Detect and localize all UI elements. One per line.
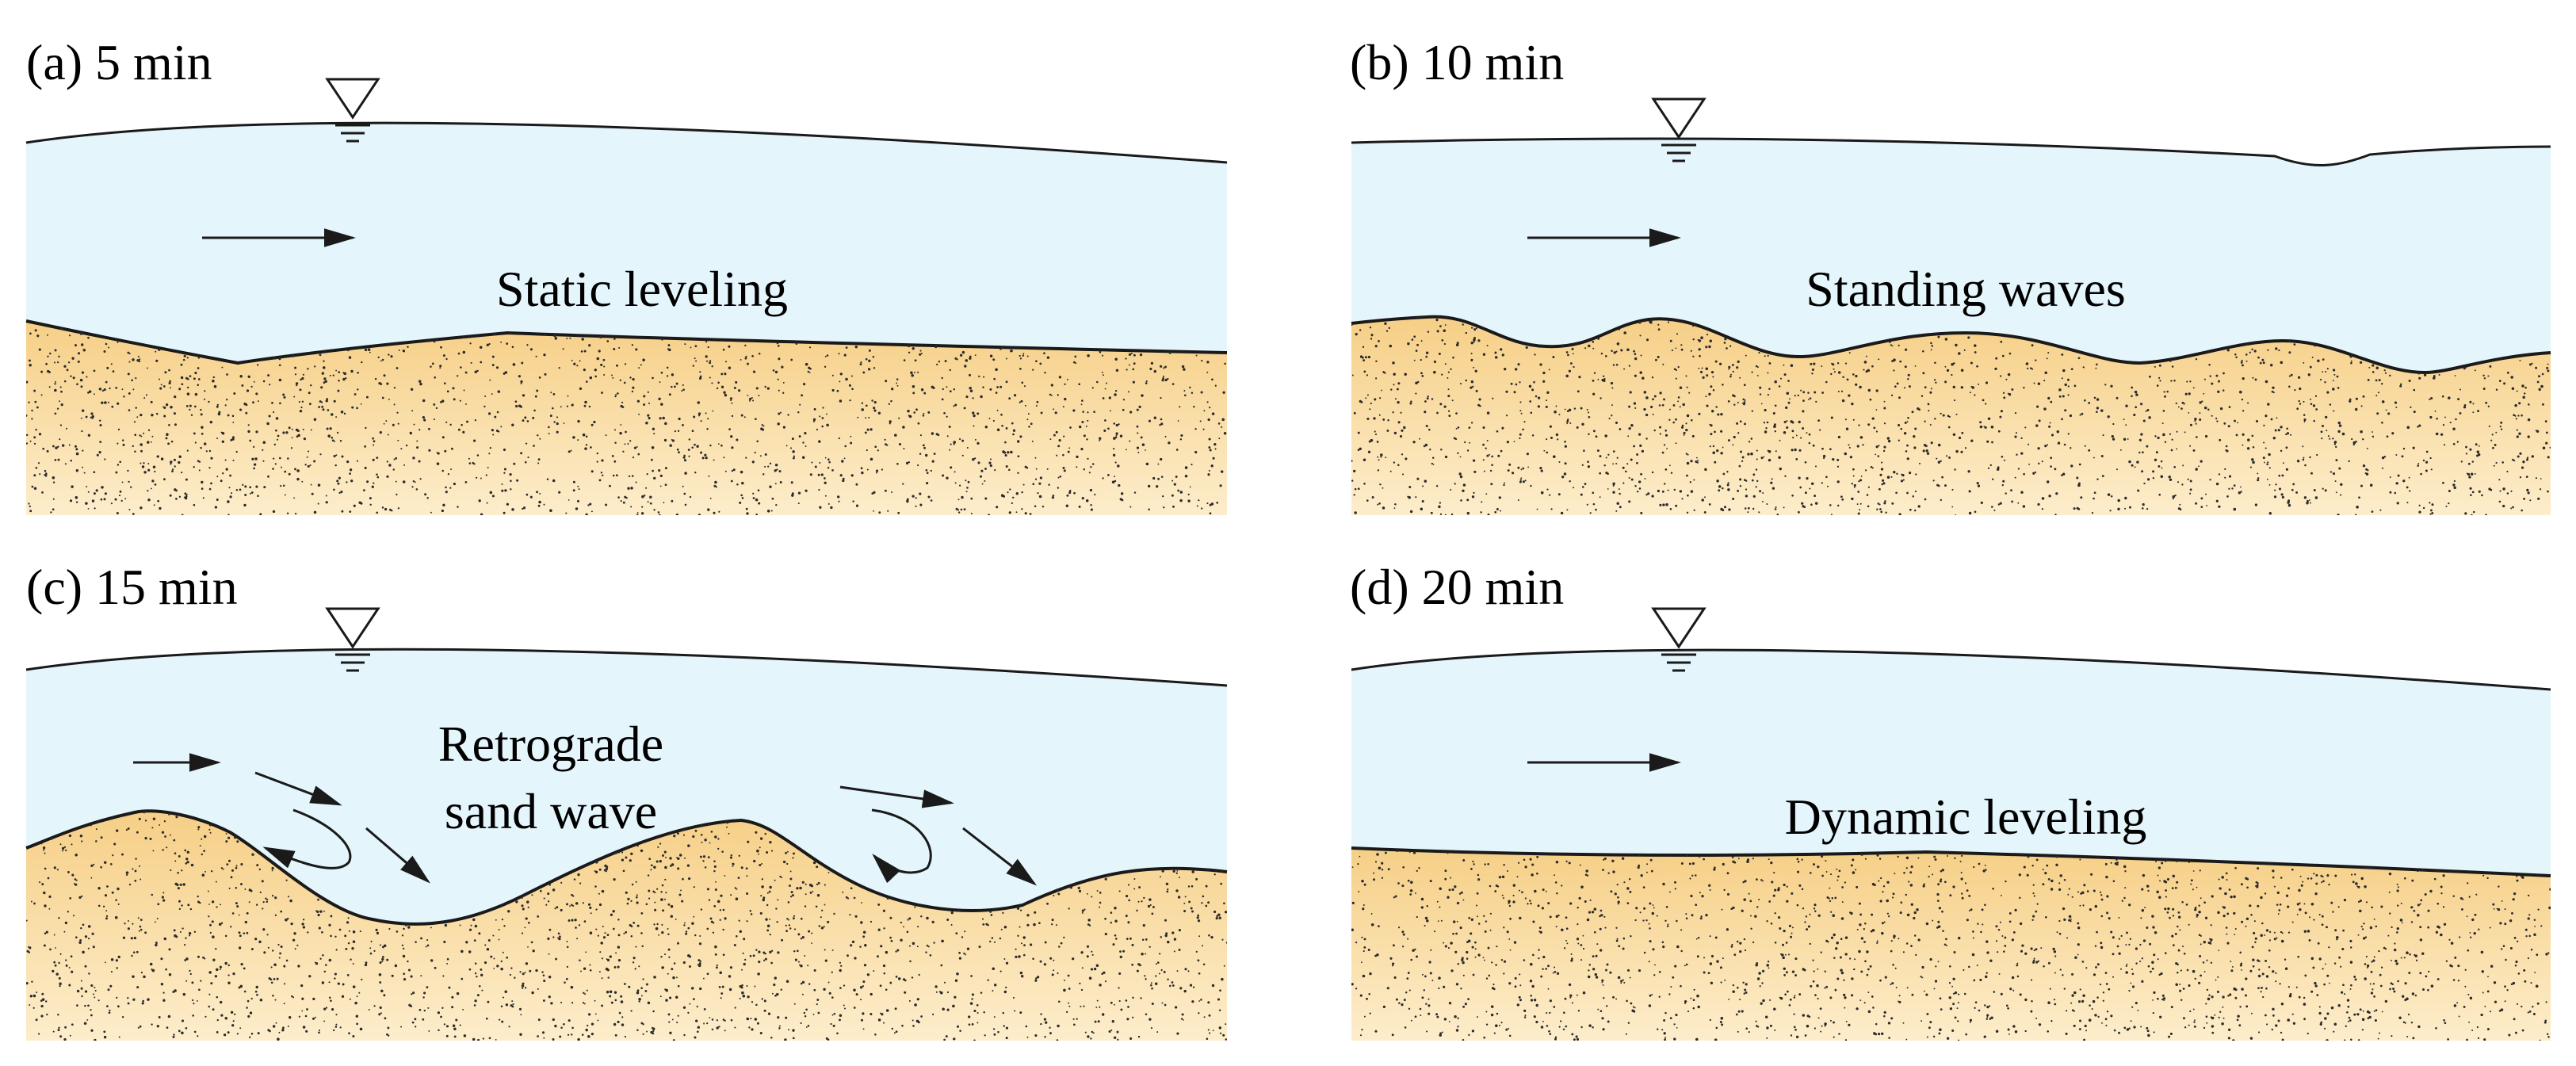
flow-arrow-icon <box>365 827 431 884</box>
process-caption: Static leveling <box>496 261 788 317</box>
eddy-arrow-icon <box>262 808 352 869</box>
water-body <box>26 123 1227 363</box>
water-surface-line <box>25 121 1228 164</box>
bed-outline <box>1351 315 2551 375</box>
bed-outline <box>25 319 1228 365</box>
process-caption: Standing waves <box>1806 261 2126 317</box>
water-surface-line <box>1351 137 2551 166</box>
water-surface-line <box>25 648 1228 687</box>
water-level-symbol-icon <box>1651 97 1707 162</box>
sand-bed <box>1351 316 2551 515</box>
panel-label: (c) 15 min <box>26 559 238 615</box>
panel-label: (b) 10 min <box>1350 34 1564 90</box>
sand-bed <box>1351 848 2551 1041</box>
flow-arrow-icon <box>254 771 342 806</box>
bed-outline <box>1351 846 2551 877</box>
panel-d: (d) 20 min Dynamic leveling <box>1350 559 2551 1041</box>
eddy-arrow-icon <box>871 808 932 884</box>
flow-arrow-icon <box>839 785 954 808</box>
water-level-triangle <box>325 78 380 120</box>
water-level-triangle <box>325 607 380 649</box>
panel-c: (c) 15 min Retrograde sand wave <box>25 559 1228 1041</box>
water-level-symbol-icon <box>1651 607 1707 672</box>
process-caption-line-1: Retrograde <box>438 716 663 772</box>
sand-grains <box>1351 316 2551 515</box>
water-level-triangle <box>1651 607 1707 649</box>
process-caption: Dynamic leveling <box>1785 789 2147 845</box>
water-level-symbol-icon <box>325 78 380 143</box>
sand-bed <box>26 321 1227 515</box>
sand-bed <box>26 811 1227 1041</box>
water-level-triangle <box>1651 97 1707 139</box>
sand-grains <box>26 811 1227 1041</box>
panel-a: (a) 5 min Static leveling <box>25 34 1228 515</box>
sand-grains <box>1351 848 2551 1041</box>
panel-label: (a) 5 min <box>26 34 212 90</box>
bed-outline <box>25 809 1228 926</box>
water-body <box>26 649 1227 924</box>
process-caption-line-2: sand wave <box>445 783 657 839</box>
flow-arrow-icon <box>962 827 1038 886</box>
panel-b: (b) 10 min Standing waves <box>1350 34 2551 515</box>
water-body <box>1351 650 2551 876</box>
water-surface-line <box>1351 648 2551 691</box>
water-body <box>1351 139 2551 373</box>
water-level-symbol-icon <box>325 607 380 672</box>
panel-label: (d) 20 min <box>1350 559 1564 615</box>
